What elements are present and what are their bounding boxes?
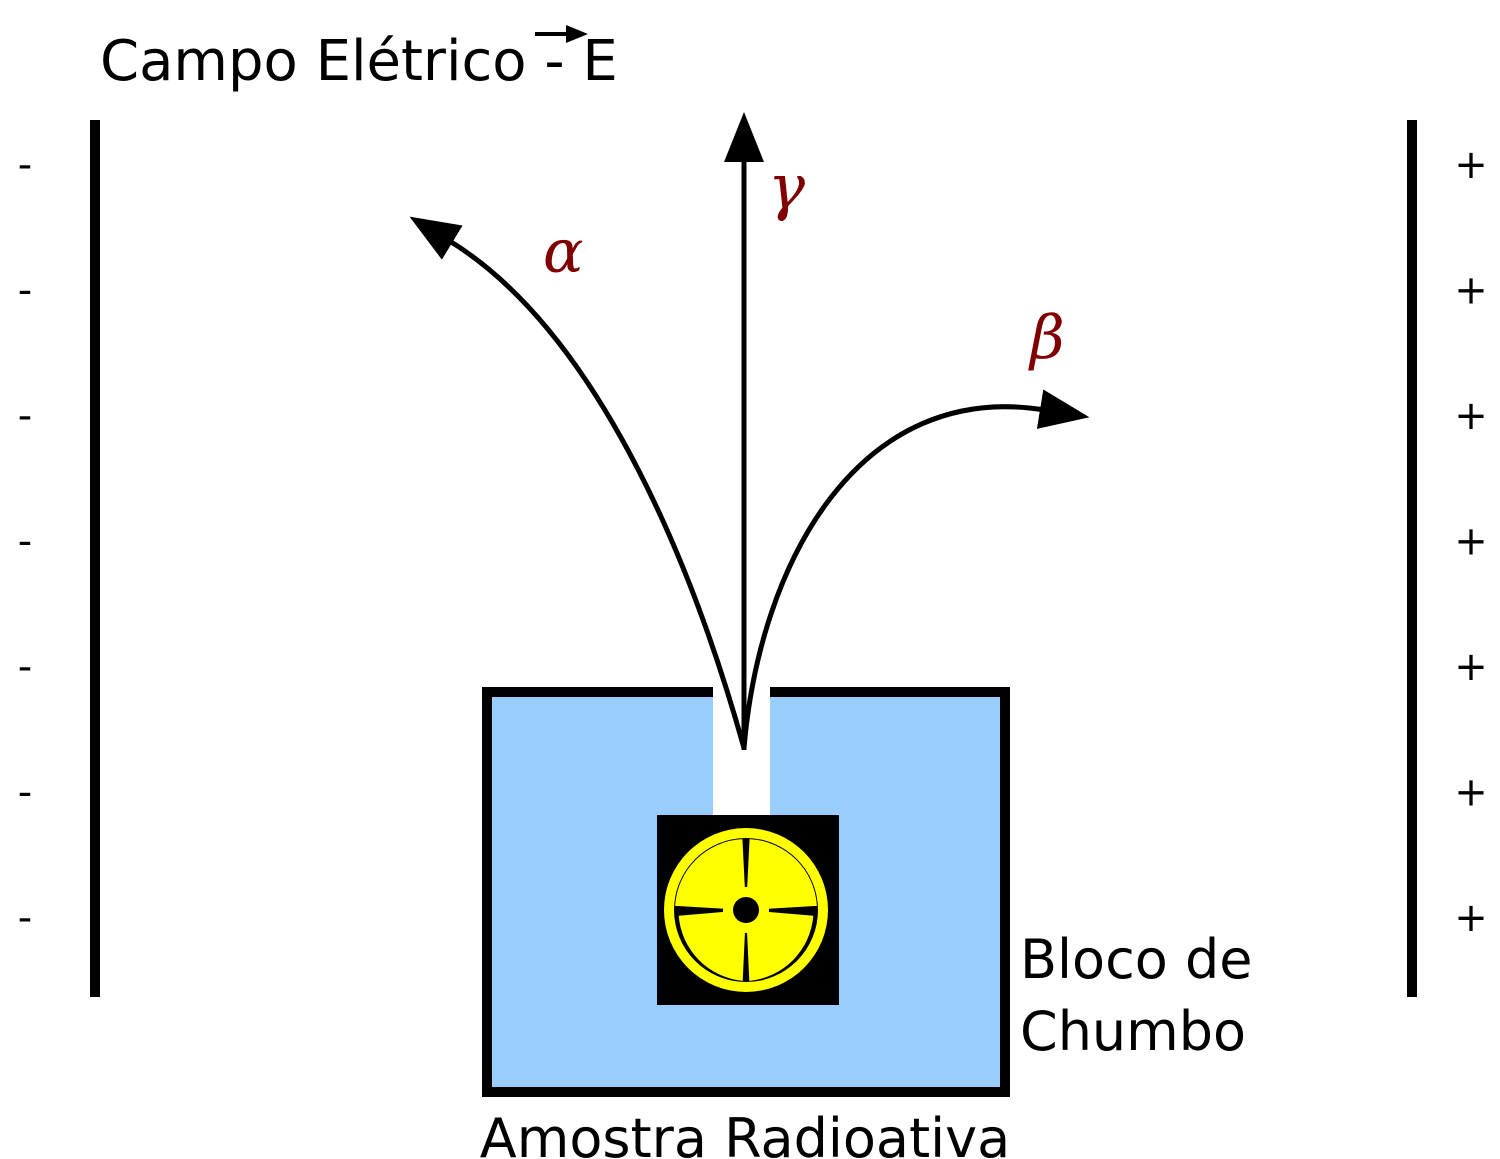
alpha-ray	[409, 216, 747, 749]
positive-sign: +	[1454, 644, 1488, 690]
radiation-hazard-icon	[657, 815, 839, 1005]
negative-sign: -	[18, 268, 32, 314]
title: Campo Elétrico - E	[100, 29, 618, 94]
positive-charge-signs: + + + + + + +	[1454, 142, 1488, 941]
beta-ray	[741, 389, 1090, 749]
lead-block-label-line2: Chumbo	[1020, 1000, 1246, 1063]
alpha-label: α	[543, 217, 584, 287]
negative-charge-signs: - - - - - - -	[18, 142, 32, 941]
negative-sign: -	[18, 142, 32, 188]
negative-sign: -	[18, 770, 32, 816]
lead-block-label-line1: Bloco de	[1020, 928, 1252, 991]
positive-sign: +	[1454, 142, 1488, 188]
negative-sign: -	[18, 393, 32, 439]
vector-arrow-icon	[535, 25, 588, 43]
positive-sign: +	[1454, 268, 1488, 314]
gamma-label: γ	[768, 150, 806, 223]
negative-sign: -	[18, 895, 32, 941]
positive-sign: +	[1454, 519, 1488, 565]
positive-sign: +	[1454, 770, 1488, 816]
negative-sign: -	[18, 519, 32, 565]
beta-label: β	[1028, 303, 1065, 373]
positive-sign: +	[1454, 393, 1488, 439]
positive-sign: +	[1454, 895, 1488, 941]
sample-label: Amostra Radioativa	[480, 1107, 1010, 1159]
negative-sign: -	[18, 644, 32, 690]
